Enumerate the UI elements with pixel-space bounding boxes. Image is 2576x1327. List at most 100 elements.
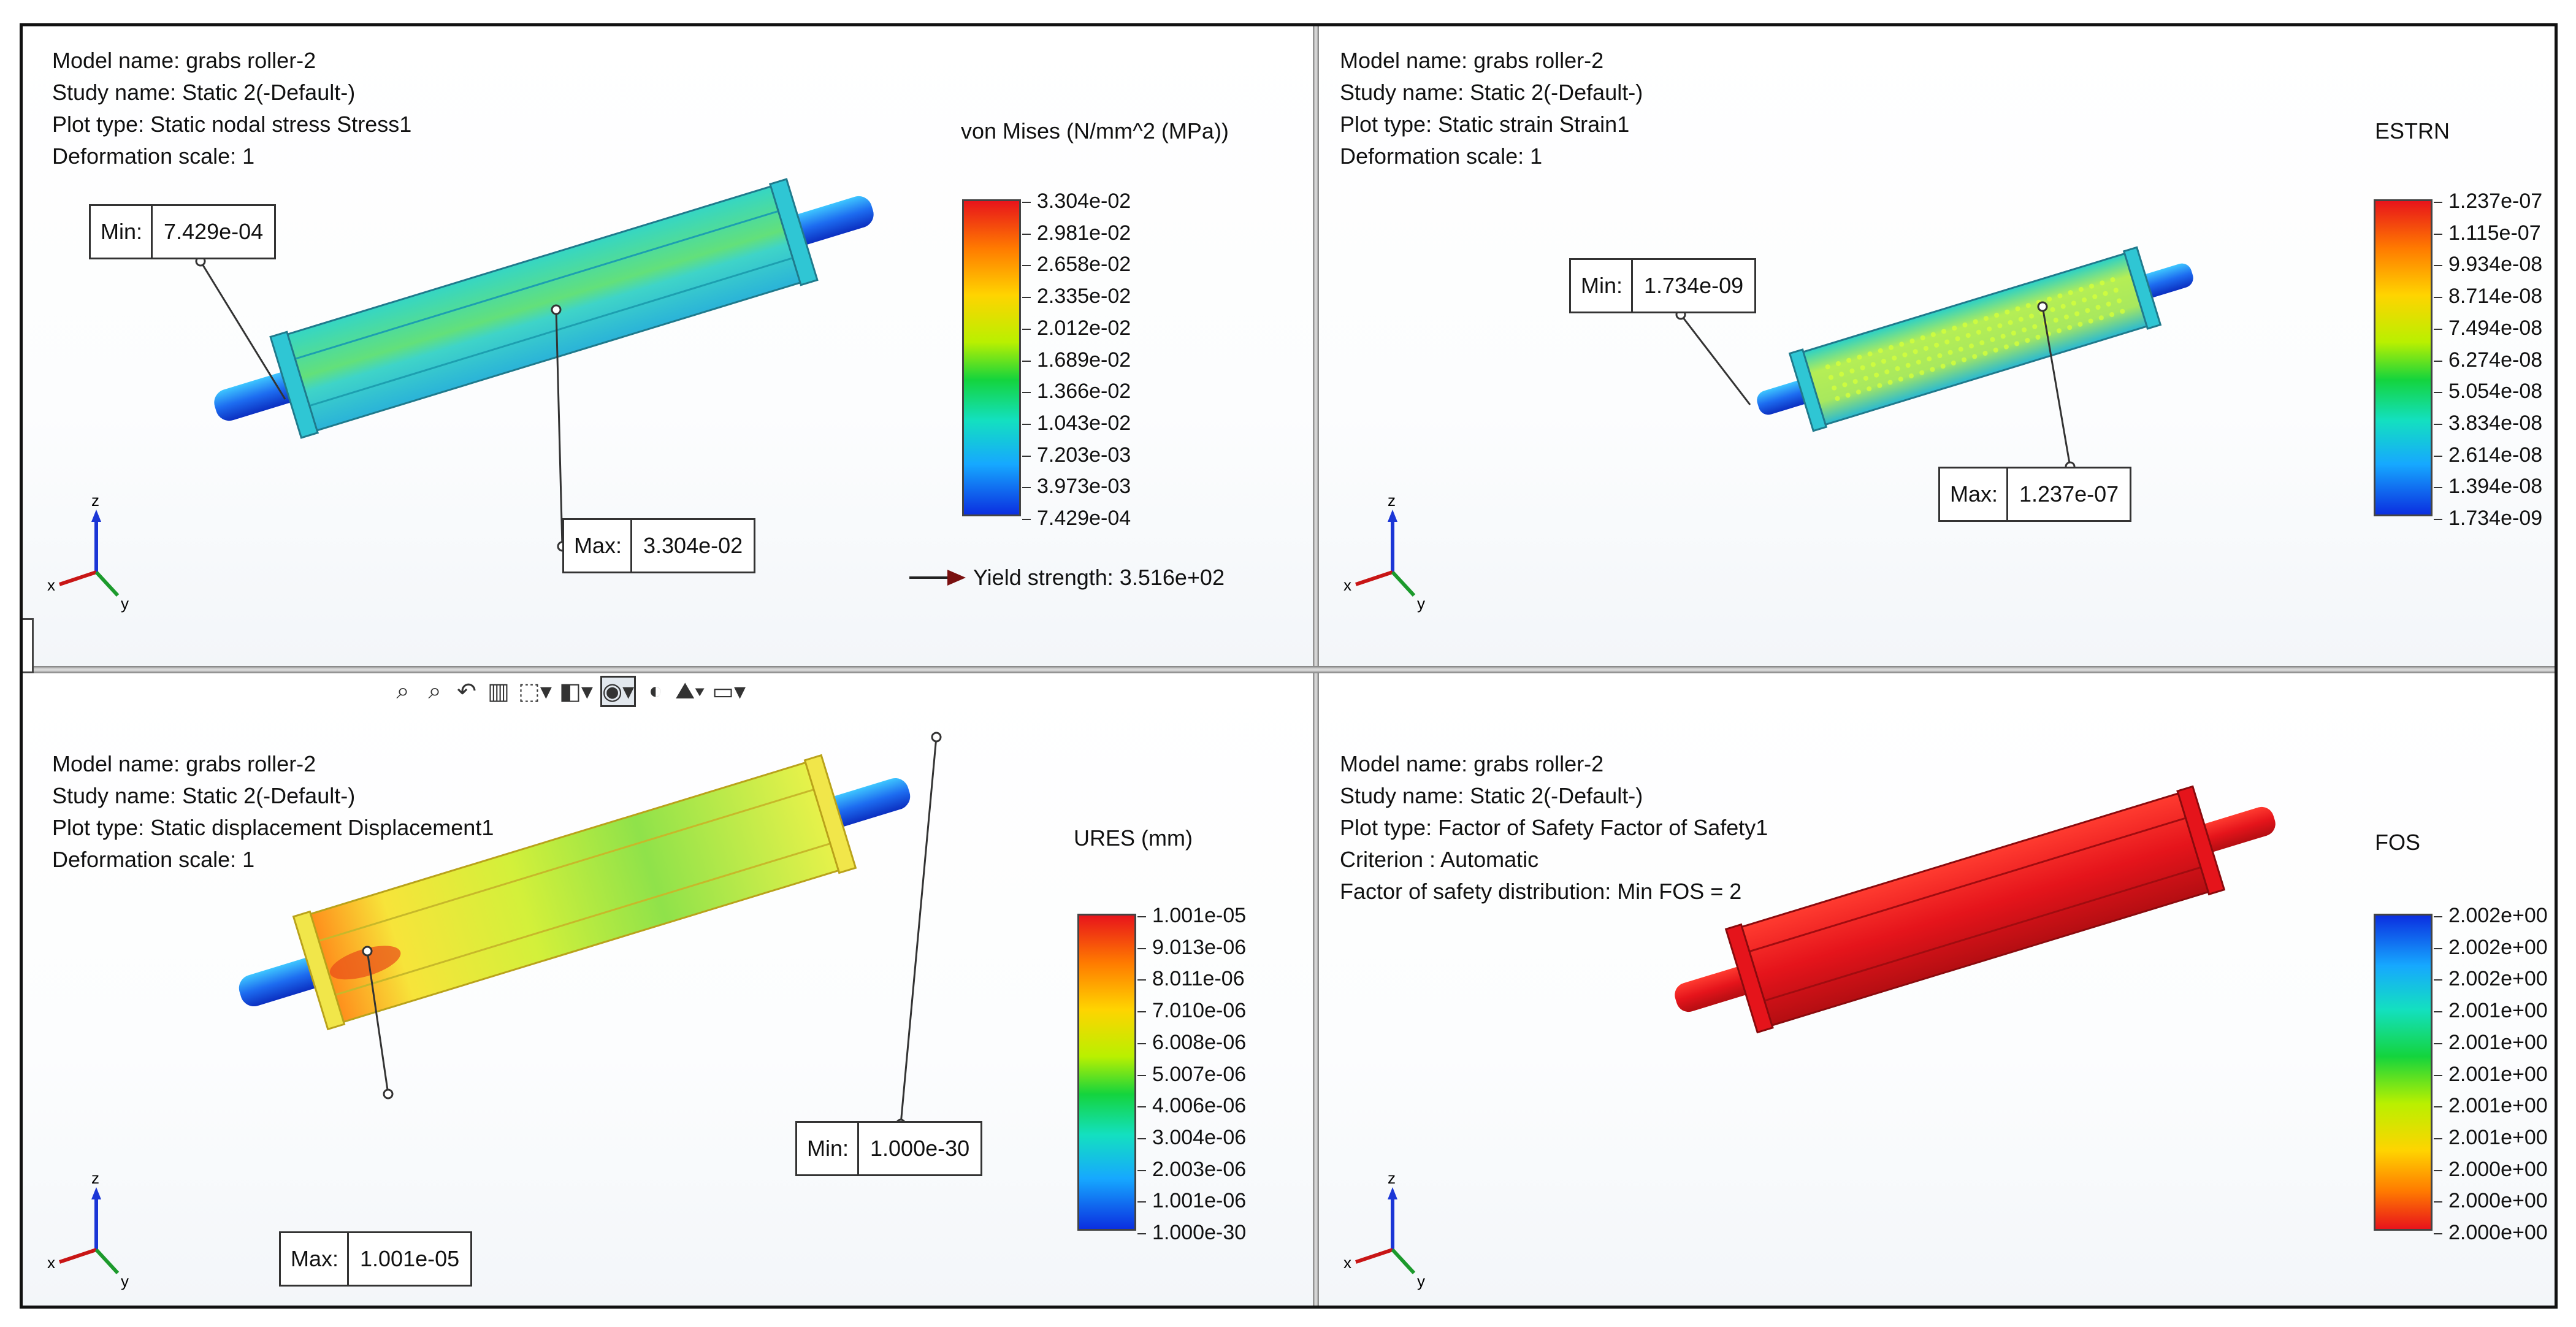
study-name: Study name: Static 2(-Default-) (1340, 80, 1643, 105)
stress-min-callout[interactable]: Min: 7.429e-04 (89, 204, 277, 259)
study-name: Study name: Static 2(-Default-) (1340, 783, 1643, 808)
zoom-to-area-icon[interactable]: ⌕ (428, 678, 441, 704)
fos-model-view (1661, 767, 2290, 1053)
legend-tick: 2.002e+00 (2434, 932, 2548, 964)
criterion: Criterion : Automatic (1340, 847, 1539, 872)
legend-tick: 5.054e-08 (2434, 376, 2542, 408)
legend-tick: 7.010e-06 (1137, 995, 1246, 1027)
legend-tick: 3.834e-08 (2434, 408, 2542, 440)
legend-tick: 1.366e-02 (1022, 376, 1131, 408)
min-key: Min: (1571, 260, 1634, 312)
legend-tick: 2.001e+00 (2434, 1027, 2548, 1059)
legend-tick: 2.000e+00 (2434, 1185, 2548, 1217)
model-name: Model name: grabs roller-2 (52, 751, 316, 776)
displacement-min-callout[interactable]: Min: 1.000e-30 (795, 1121, 983, 1176)
min-key: Min: (797, 1123, 860, 1174)
max-key: Max: (564, 520, 633, 572)
legend-tick: 2.001e+00 (2434, 995, 2548, 1027)
displacement-viewport[interactable]: ⌕ ⌕ ↶ ▥ ⬚▾ ◧▾ ◉▾ ◐ ⛰▾ ▭▾ Model name: gra… (23, 673, 1313, 1306)
triad-z-label: z (91, 492, 99, 510)
triad-z-label: z (91, 1170, 99, 1187)
zoom-to-fit-icon[interactable]: ⌕ (396, 678, 410, 704)
view-orientation-icon[interactable]: ⬚▾ (518, 678, 552, 705)
fos-legend-ticks: 2.002e+00 2.002e+00 2.002e+00 2.001e+00 … (2434, 900, 2548, 1249)
orientation-triad-icon[interactable]: z x y (35, 492, 158, 615)
plot-type: Plot type: Static strain Strain1 (1340, 112, 1630, 137)
max-key: Max: (1940, 468, 2009, 520)
strain-legend-colorbar (2374, 199, 2433, 516)
triad-x-label: x (1343, 576, 1351, 594)
legend-tick: 1.001e-05 (1137, 900, 1246, 932)
legend-tick: 8.714e-08 (2434, 281, 2542, 313)
legend-tick: 8.011e-06 (1137, 963, 1246, 995)
displacement-roller-model[interactable] (223, 734, 926, 1051)
triad-y-label: y (1417, 594, 1425, 613)
displacement-max-callout[interactable]: Max: 1.001e-05 (279, 1231, 473, 1287)
strain-model-view (1675, 234, 2204, 472)
legend-tick: 2.001e+00 (2434, 1122, 2548, 1154)
plot-type: Plot type: Static displacement Displacem… (52, 815, 494, 840)
orientation-triad-icon[interactable]: z x y (1331, 1170, 1454, 1293)
hide-show-items-icon[interactable]: ◉▾ (600, 675, 636, 707)
model-name: Model name: grabs roller-2 (1340, 751, 1604, 776)
legend-tick: 7.429e-04 (1022, 503, 1131, 535)
strain-min-callout[interactable]: Min: 1.734e-09 (1569, 258, 1757, 313)
stress-viewport[interactable]: Model name: grabs roller-2 Study name: S… (23, 26, 1313, 666)
max-value: 1.237e-07 (2019, 481, 2119, 507)
legend-tick: 9.013e-06 (1137, 932, 1246, 964)
stress-roller-model[interactable] (200, 158, 887, 459)
fos-legend-colorbar (2374, 914, 2433, 1231)
edit-appearance-icon[interactable]: ◐ (648, 678, 663, 704)
simulation-results-window: Model name: grabs roller-2 Study name: S… (20, 23, 2558, 1309)
view-settings-icon[interactable]: ▭▾ (712, 678, 746, 705)
min-value: 7.429e-04 (164, 219, 264, 244)
legend-tick: 3.973e-03 (1022, 471, 1131, 503)
yield-strength-label: Yield strength: 3.516e+02 (973, 565, 1225, 590)
panel-expand-tab[interactable] (23, 618, 34, 673)
stress-legend-title: von Mises (N/mm^2 (MPa)) (961, 118, 1229, 143)
previous-view-icon[interactable]: ↶ (457, 678, 476, 705)
legend-tick: 9.934e-08 (2434, 249, 2542, 281)
displacement-legend-ticks: 1.001e-05 9.013e-06 8.011e-06 7.010e-06 … (1137, 900, 1246, 1249)
legend-tick: 1.043e-02 (1022, 408, 1131, 440)
orientation-triad-icon[interactable]: z x y (35, 1170, 158, 1293)
strain-roller-model[interactable] (1746, 234, 2204, 445)
fos-plot-info: Model name: grabs roller-2 Study name: S… (1340, 748, 1768, 908)
strain-legend-title: ESTRN (2375, 118, 2450, 143)
legend-tick: 3.004e-06 (1137, 1122, 1246, 1154)
apply-scene-icon[interactable]: ⛰▾ (675, 678, 705, 704)
triad-y-label: y (121, 594, 129, 613)
max-key: Max: (281, 1233, 350, 1285)
fos-viewport[interactable]: Model name: grabs roller-2 Study name: S… (1319, 673, 2555, 1306)
legend-tick: 1.001e-06 (1137, 1185, 1246, 1217)
deformation-scale: Deformation scale: 1 (52, 143, 255, 169)
orientation-triad-icon[interactable]: z x y (1331, 492, 1454, 615)
displacement-legend-colorbar (1077, 914, 1136, 1231)
deformation-scale: Deformation scale: 1 (52, 847, 255, 872)
display-style-icon[interactable]: ◧▾ (559, 678, 593, 705)
strain-viewport[interactable]: Model name: grabs roller-2 Study name: S… (1319, 26, 2555, 666)
legend-tick: 1.237e-07 (2434, 186, 2542, 218)
legend-tick: 2.003e-06 (1137, 1154, 1246, 1186)
legend-tick: 2.012e-02 (1022, 313, 1131, 345)
legend-tick: 6.008e-06 (1137, 1027, 1246, 1059)
legend-tick: 2.614e-08 (2434, 440, 2542, 472)
stress-max-callout[interactable]: Max: 3.304e-02 (562, 518, 756, 573)
model-name: Model name: grabs roller-2 (52, 48, 316, 73)
triad-x-label: x (47, 1253, 55, 1272)
fos-roller-model[interactable] (1661, 767, 2290, 1053)
model-name: Model name: grabs roller-2 (1340, 48, 1604, 73)
legend-tick: 1.115e-07 (2434, 218, 2542, 250)
strain-max-callout[interactable]: Max: 1.237e-07 (1938, 467, 2132, 522)
min-value: 1.000e-30 (870, 1136, 970, 1161)
legend-tick: 6.274e-08 (2434, 345, 2542, 377)
section-view-icon[interactable]: ▥ (487, 678, 510, 705)
legend-tick: 1.689e-02 (1022, 345, 1131, 377)
legend-tick: 2.001e+00 (2434, 1059, 2548, 1091)
horizontal-viewport-splitter[interactable] (23, 666, 2555, 673)
triad-y-label: y (1417, 1272, 1425, 1290)
yield-arrow-icon (909, 570, 966, 586)
displacement-model-view (223, 732, 942, 1130)
study-name: Study name: Static 2(-Default-) (52, 80, 356, 105)
min-key: Min: (91, 206, 153, 258)
